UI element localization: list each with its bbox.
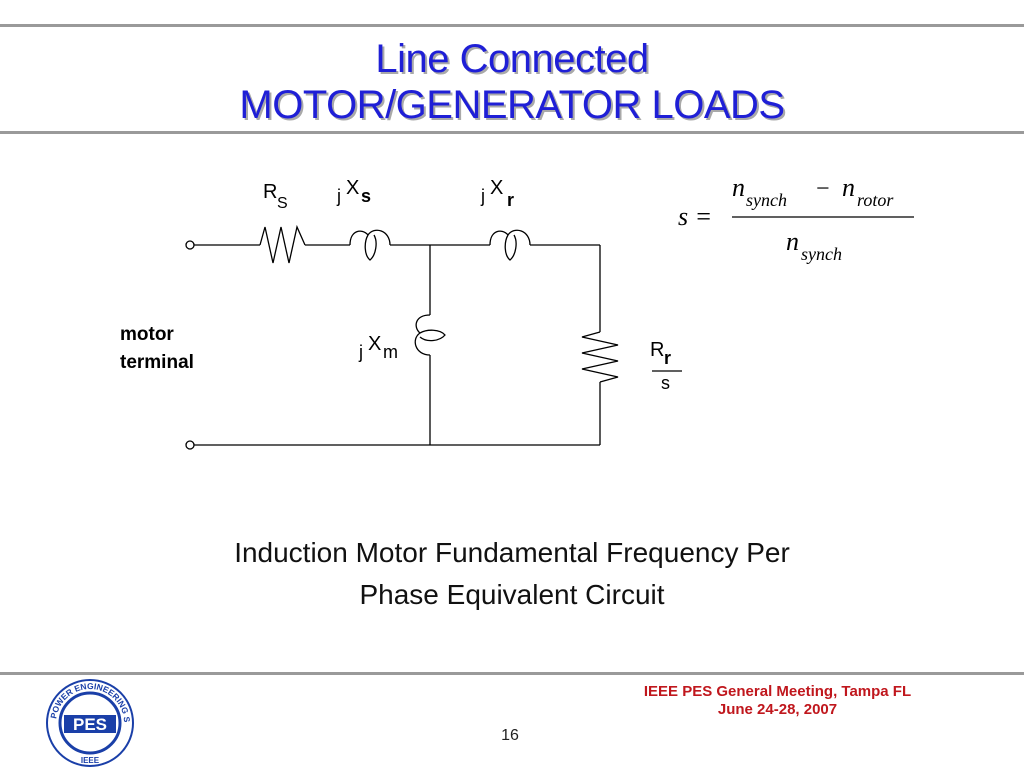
slip-formula: s = n synch − n rotor n synch (678, 173, 914, 264)
jxs-inductor (349, 229, 391, 261)
equivalent-circuit-diagram: R S j X s j X r j X m R r s motor termin… (120, 177, 682, 450)
formula-lhs: s = (678, 202, 712, 231)
rs-label-sub: S (277, 195, 288, 212)
caption-line-2: Phase Equivalent Circuit (359, 579, 665, 610)
terminal-label-line2: terminal (120, 352, 194, 373)
jxs-label-j: j (336, 186, 341, 206)
terminal-label-line1: motor (120, 324, 174, 345)
rr-label-sub: r (664, 348, 671, 368)
rr-label-den: s (661, 373, 670, 393)
title-line-2: MOTOR/GENERATOR LOADS (239, 83, 785, 127)
formula-n3: n (786, 227, 799, 256)
bottom-terminal (185, 440, 195, 450)
pes-logo: POWER ENGINEERING SOCIETY PES IEEE (44, 679, 134, 767)
formula-n2-sub: rotor (857, 190, 894, 210)
rr-resistor (581, 331, 619, 383)
formula-minus: − (816, 176, 830, 202)
logo-bottom-text: IEEE (81, 756, 100, 765)
page-number: 16 (501, 727, 519, 744)
jxm-label-j: j (358, 342, 363, 362)
title-line-1: Line Connected (375, 37, 649, 81)
rs-label-main: R (263, 181, 277, 203)
rs-resistor (259, 224, 306, 264)
footer-rule (0, 672, 1024, 675)
footer-line-2: June 24-28, 2007 (717, 701, 838, 718)
caption-line-1: Induction Motor Fundamental Frequency Pe… (234, 537, 790, 568)
jxm-label-x: X (368, 333, 381, 355)
jxr-label-j: j (480, 186, 485, 206)
formula-n2: n (842, 173, 855, 202)
jxm-label-sub: m (383, 342, 398, 362)
logo-center-text: PES (73, 715, 107, 734)
jxm-inductor (414, 314, 446, 356)
top-rule (0, 24, 1024, 27)
formula-n1-sub: synch (746, 190, 787, 210)
top-terminal (185, 240, 195, 250)
formula-n1: n (732, 173, 745, 202)
jxs-label-x: X (346, 177, 359, 199)
jxr-label-sub: r (507, 190, 514, 210)
slide-title: Line Connected MOTOR/GENERATOR LOADS (0, 36, 1024, 128)
footer-line-1: IEEE PES General Meeting, Tampa FL (643, 683, 912, 700)
jxr-inductor (489, 229, 531, 261)
rr-label-main: R (650, 339, 664, 361)
jxs-label-sub: s (361, 186, 371, 206)
jxr-label-x: X (490, 177, 503, 199)
title-rule (0, 131, 1024, 134)
footer-conference: IEEE PES General Meeting, Tampa FL June … (600, 683, 955, 719)
formula-n3-sub: synch (801, 244, 842, 264)
figure-caption: Induction Motor Fundamental Frequency Pe… (0, 532, 1024, 616)
